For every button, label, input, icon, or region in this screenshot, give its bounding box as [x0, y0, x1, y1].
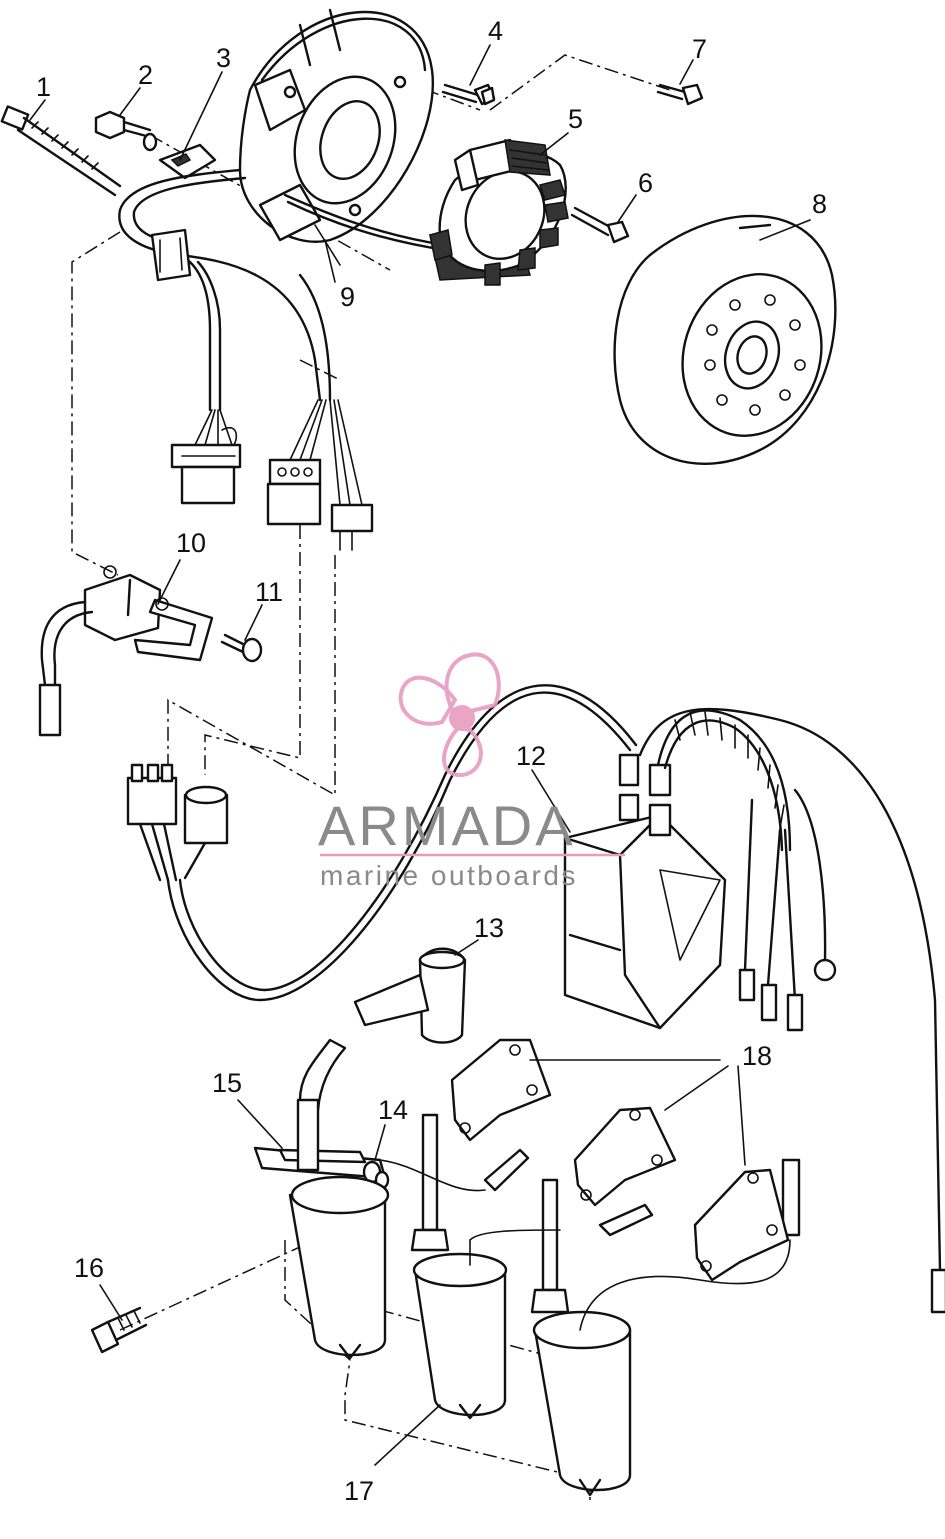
callout-15: 15 [212, 1068, 242, 1098]
bolt-6 [570, 206, 630, 244]
callout-6: 6 [638, 168, 653, 198]
coil-bracket [38, 565, 214, 737]
lower-harness [126, 684, 638, 1002]
callout-8: 8 [812, 189, 827, 219]
callout-1: 1 [36, 72, 51, 102]
stator-plate [238, 8, 435, 243]
callout-2: 2 [138, 60, 153, 90]
callout-7: 7 [692, 34, 707, 64]
callout-numbers: 1 2 3 4 5 6 7 8 9 10 11 12 13 14 15 16 1… [36, 16, 827, 1506]
watermark-tagline: marine outboards [320, 860, 578, 891]
flywheel [613, 214, 837, 465]
leader-lines [29, 44, 811, 1466]
coil-bracket-18c [693, 1168, 790, 1282]
callout-17: 17 [344, 1476, 374, 1506]
stator-coil [429, 138, 569, 286]
ignition-coil-1 [288, 1038, 390, 1360]
armada-logo: ARMADA marine outboards [318, 652, 625, 891]
harness-connectors [170, 399, 374, 551]
ignition-coil-2 [410, 1113, 508, 1420]
callout-11: 11 [255, 577, 283, 607]
callout-9: 9 [340, 282, 355, 312]
coil-bracket-18a [450, 1038, 552, 1142]
pickup-wire [283, 193, 447, 266]
callout-10: 10 [176, 528, 206, 558]
coil-bracket-18b [573, 1106, 677, 1207]
coil-wires [379, 1148, 801, 1331]
bolt-16 [90, 1306, 148, 1354]
cable-tie [0, 105, 122, 197]
callout-12: 12 [516, 741, 546, 771]
callout-5: 5 [568, 104, 583, 134]
spark-plug-cap [353, 947, 467, 1044]
stator-harness [118, 168, 332, 412]
watermark-brand: ARMADA [318, 794, 576, 857]
callout-4: 4 [488, 16, 503, 46]
callout-18: 18 [742, 1041, 772, 1071]
ignition-coil-3 [530, 1178, 632, 1497]
bolt-7 [656, 83, 704, 106]
screw-11 [220, 633, 263, 663]
callout-3: 3 [216, 43, 231, 73]
callout-14: 14 [378, 1095, 408, 1125]
callout-16: 16 [74, 1253, 104, 1283]
screw-2 [94, 110, 158, 152]
callout-13: 13 [474, 913, 504, 943]
propeller-icon [398, 652, 501, 778]
bolt-4 [441, 83, 496, 106]
